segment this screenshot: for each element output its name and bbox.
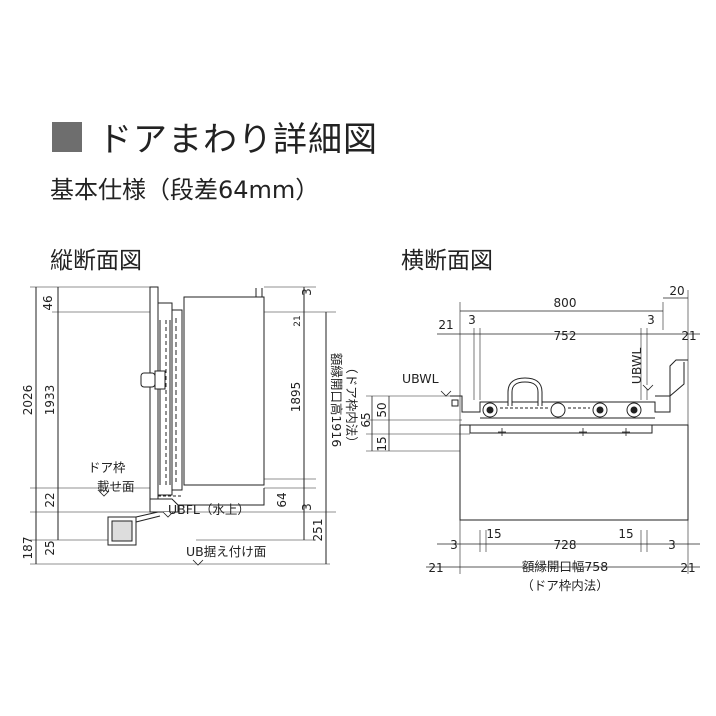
page-title-text: ドアまわり詳細図: [98, 120, 378, 160]
dim-15-bottom-right: 15: [618, 527, 633, 541]
dim-800: 800: [554, 296, 577, 310]
dim-1895: 1895: [289, 382, 303, 413]
title-marker: [52, 121, 82, 152]
dim-50: 50: [375, 402, 389, 417]
dim-3-bottom-left: 3: [450, 538, 458, 552]
vertical-section-labels: 46 2026 1933 22 25 187 3 21 1895 3 64 25…: [21, 288, 359, 559]
dim-752: 752: [554, 329, 577, 343]
dim-64: 64: [275, 492, 289, 507]
dim-22: 22: [43, 492, 57, 507]
ubfl-label: UBFL（水上）: [168, 502, 250, 517]
dim-25: 25: [43, 540, 57, 555]
dim-21-bottom-right: 21: [680, 561, 695, 575]
dim-187: 187: [21, 537, 35, 560]
vertical-section-drawing: [30, 286, 336, 566]
dim-2026: 2026: [21, 385, 35, 416]
dim-15-bottom-left: 15: [486, 527, 501, 541]
ubwl-left-label: UBWL: [402, 371, 439, 386]
horizontal-section-drawing: [366, 290, 700, 574]
horizontal-section-labels: 800 20 21 3 752 3 21 UBWL UBWL 65 50 15 …: [359, 284, 697, 593]
dim-15-left: 15: [375, 436, 389, 451]
dim-20: 20: [669, 284, 684, 298]
dim-46: 46: [41, 295, 55, 310]
door-frame-inner-label-v: （ドア枠内法）: [344, 361, 359, 449]
dim-3-bottom: 3: [300, 503, 314, 511]
door-frame-inner-label-h: （ドア枠内法）: [521, 578, 609, 593]
dim-3-top-right: 3: [647, 313, 655, 327]
door-frame-seat-label-1: ドア枠: [88, 460, 126, 475]
dim-3-top: 3: [300, 288, 314, 296]
dim-21-top-right: 21: [681, 329, 696, 343]
page-title: ドアまわり詳細図: [52, 112, 378, 161]
ubwl-right-label: UBWL: [629, 348, 644, 385]
vertical-section-title: 縦断面図: [50, 248, 142, 274]
dim-251: 251: [311, 519, 325, 542]
dim-3-top-left: 3: [468, 313, 476, 327]
opening-width-label: 額縁開口幅758: [522, 559, 608, 574]
door-frame-seat-label-2: 載せ面: [97, 479, 135, 494]
dim-21-top-left: 21: [438, 318, 453, 332]
dim-1933: 1933: [43, 385, 57, 416]
ub-mount-label: UB据え付け面: [186, 544, 266, 559]
subtitle: 基本仕様（段差64mm）: [50, 176, 320, 204]
dim-21-bottom-left: 21: [428, 561, 443, 575]
dim-21: 21: [293, 315, 303, 326]
dim-728: 728: [554, 538, 577, 552]
horizontal-section-title: 横断面図: [401, 248, 493, 274]
dim-65: 65: [359, 412, 373, 427]
opening-height-label: 額縁開口高1916: [329, 353, 344, 447]
dim-3-bottom-right: 3: [668, 538, 676, 552]
